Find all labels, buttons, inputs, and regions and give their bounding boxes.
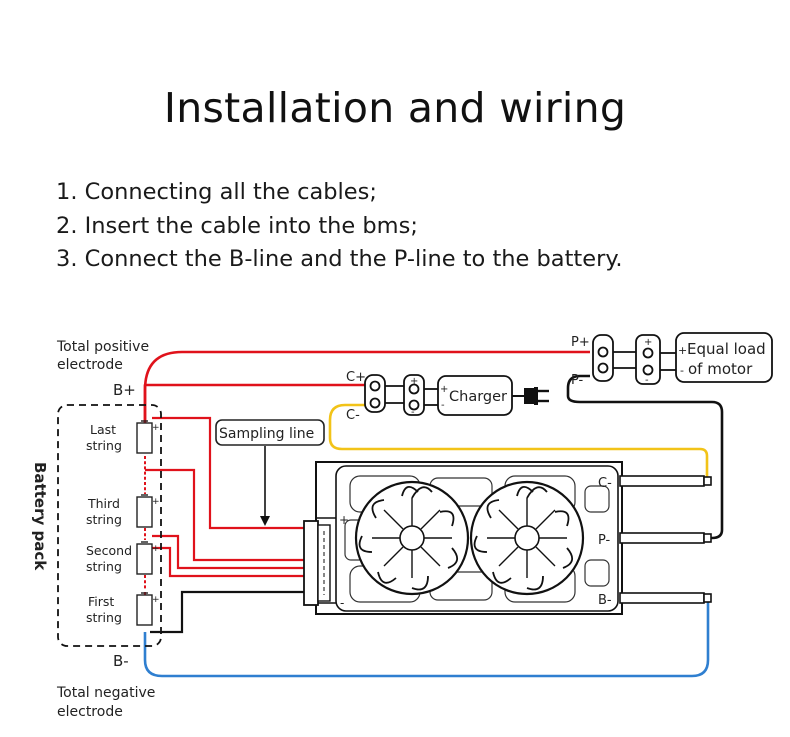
page-title: Installation and wiring (163, 84, 627, 132)
load-plug-socket: + - (635, 334, 661, 386)
positive-wire (143, 350, 590, 425)
step-1: 1. Connecting all the cables; (56, 179, 377, 205)
battery-cell-last: + (136, 420, 160, 454)
cell-label-second-1: Second (86, 543, 132, 558)
svg-text:-: - (411, 407, 415, 418)
load-box (675, 332, 773, 383)
step-3: 3. Connect the B-line and the P-line to … (56, 246, 623, 272)
c-plus-label: C+ (346, 370, 366, 385)
negative-wire (143, 598, 710, 678)
cell-label-first-1: First (88, 594, 114, 609)
load-minus-mark: - (680, 364, 684, 377)
bms-plus-label: + (339, 513, 349, 527)
battery-cell-first: + (136, 592, 160, 626)
cell-label-last-2: string (86, 438, 122, 453)
total-positive-label-1: Total positive (56, 339, 149, 355)
charger-plug-socket: + - (403, 374, 425, 418)
cell-label-last-1: Last (90, 422, 116, 437)
bms-sampling-connector (303, 520, 331, 606)
p-plus-label: P+ (571, 335, 590, 350)
charger-plus-mark: + (440, 384, 448, 395)
svg-text:-: - (645, 375, 649, 386)
c-minus-label: C- (346, 408, 360, 423)
sampling-line-box (215, 419, 325, 446)
battery-cell-third: + (136, 494, 160, 528)
bms-c-minus-label: C- (598, 476, 612, 491)
cell-label-first-2: string (86, 610, 122, 625)
bms-minus-label: - (340, 596, 344, 610)
load-label-1: Equal load (687, 340, 766, 358)
cell-label-third-2: string (86, 512, 122, 527)
negative-sense-wire (150, 590, 306, 634)
total-negative-label-1: Total negative (56, 685, 155, 701)
charger-minus-wire (328, 403, 709, 480)
bms-b-minus-label: B- (598, 593, 612, 608)
step-2: 2. Insert the cable into the bms; (56, 212, 418, 239)
cell-label-second-2: string (86, 559, 122, 574)
load-plug-p (592, 334, 614, 382)
battery-pack-box (57, 404, 162, 647)
sampling-arrow-head (260, 516, 270, 526)
load-minus-wire (566, 374, 724, 540)
load-plus-mark: + (678, 344, 687, 357)
svg-text:+: + (152, 544, 160, 554)
battery-cell-second: + (136, 541, 160, 575)
bms-p-minus-label: P- (598, 533, 611, 548)
bms-output-leads (619, 475, 712, 604)
sampling-line-label: Sampling line (219, 426, 314, 442)
charger-label: Charger (449, 389, 507, 405)
charger-minus-mark: - (441, 400, 445, 411)
svg-text:+: + (152, 497, 160, 507)
b-minus-label: B- (113, 652, 129, 670)
total-positive-label-2: electrode (57, 357, 123, 373)
sampling-wires (143, 416, 306, 610)
battery-pack-label: Battery pack (31, 462, 49, 571)
charger-plug-c (364, 374, 386, 413)
bms-board: + - (315, 461, 623, 615)
svg-text:+: + (644, 337, 652, 348)
power-plug-icon (512, 387, 549, 405)
b-plus-label: B+ (113, 381, 136, 399)
cooling-fan-right (469, 480, 585, 596)
total-negative-label-2: electrode (57, 704, 123, 720)
cooling-fan-left (354, 480, 470, 596)
instruction-list: 1. Connecting all the cables; 2. Insert … (56, 176, 623, 277)
cell-label-third-1: Third (87, 496, 120, 511)
load-label-2: of motor (688, 360, 753, 378)
svg-text:+: + (152, 595, 160, 605)
svg-text:+: + (410, 376, 418, 387)
svg-text:+: + (152, 423, 160, 433)
p-minus-label: P- (571, 373, 584, 388)
